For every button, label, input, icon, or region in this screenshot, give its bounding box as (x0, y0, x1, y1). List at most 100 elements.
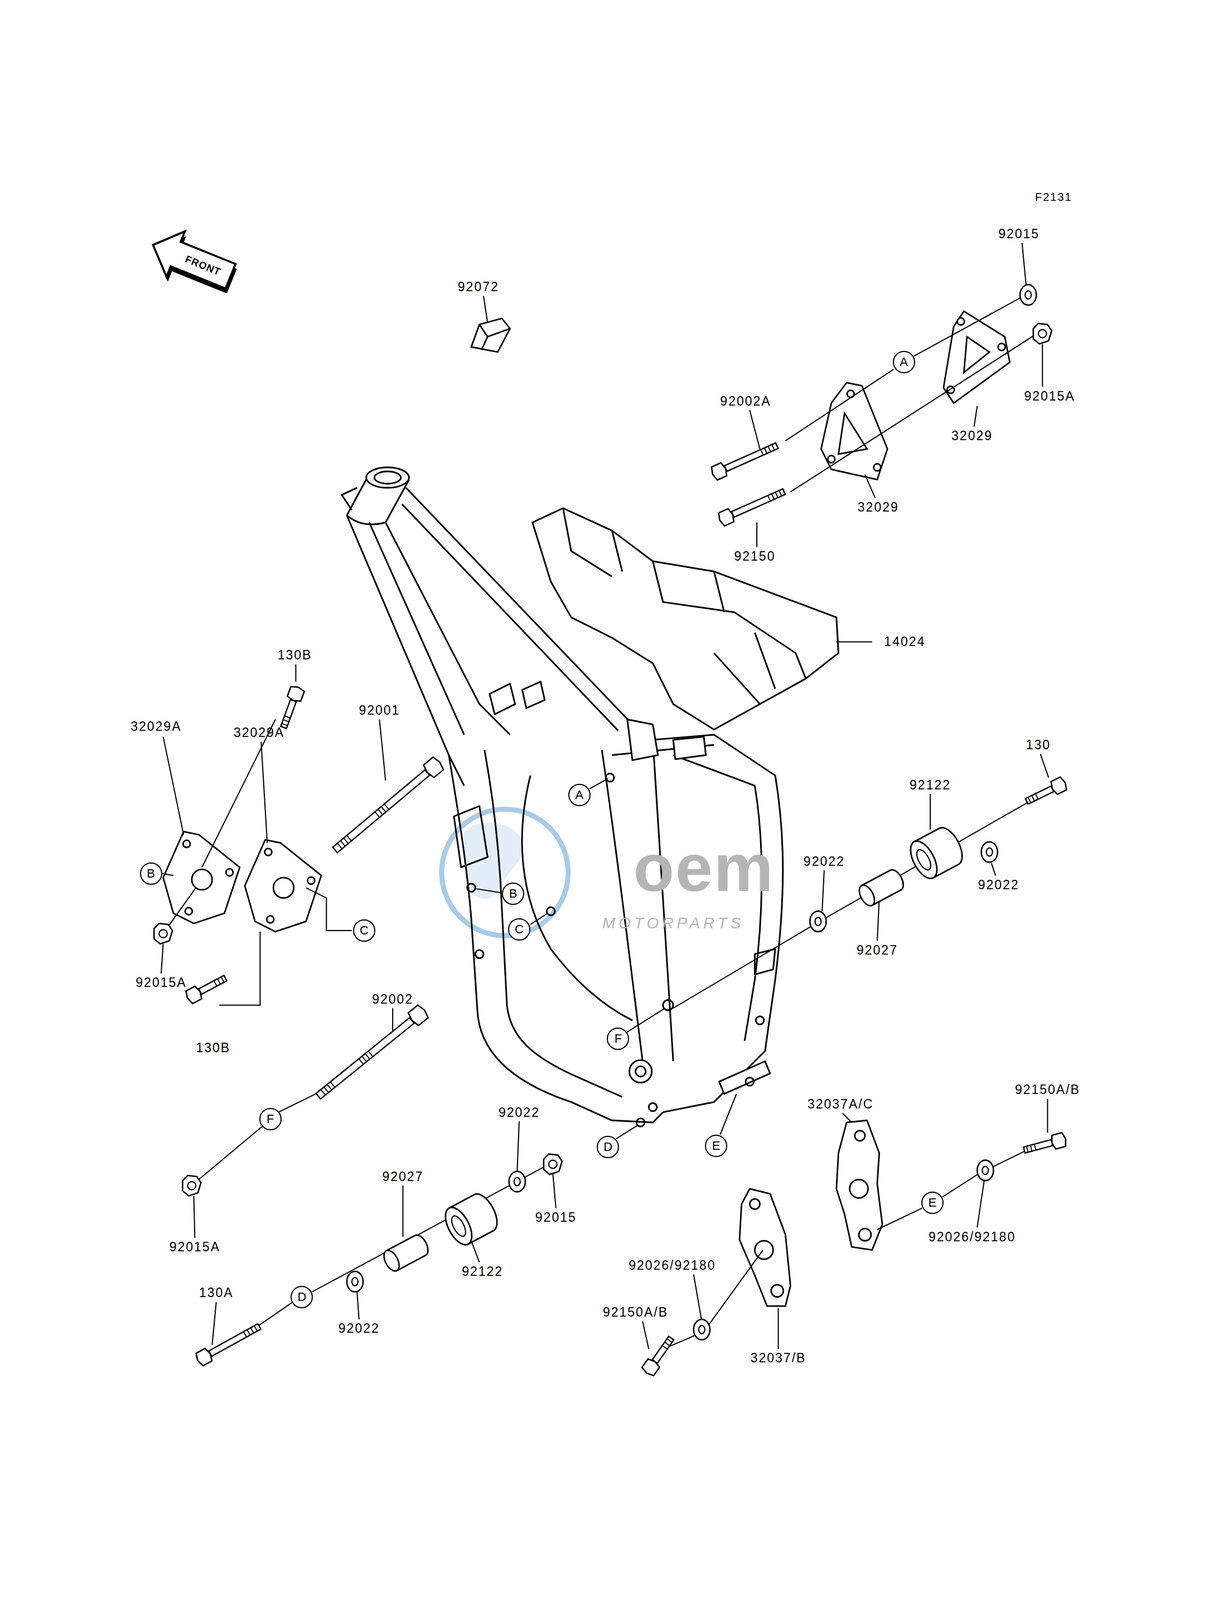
callout-letter-text: F (266, 1112, 274, 1125)
leader-lines-part (483, 242, 1043, 642)
hardware-part (1023, 775, 1068, 808)
part-number: 92150A/B (1014, 1083, 1081, 1096)
hardware-part (905, 823, 968, 883)
plates (163, 311, 1010, 932)
figure-code: F2131 (1035, 191, 1073, 203)
callout-letter: F (259, 1107, 282, 1130)
hardware-part (1033, 323, 1052, 345)
plates-part (827, 455, 835, 463)
frame-part (484, 749, 623, 1097)
frame-part (374, 471, 401, 484)
part-number: 32029 (951, 428, 993, 442)
frame-part (448, 755, 613, 1121)
clip-part-part (479, 324, 511, 351)
plates-part (873, 463, 882, 471)
frame-part (648, 1102, 657, 1111)
part-number: 92022 (803, 854, 845, 868)
brackets-part (836, 1119, 883, 1250)
part-number: 92002 (371, 992, 414, 1005)
callout-letter: E (704, 1134, 728, 1157)
leader-lines-part (877, 1150, 1026, 1230)
plates-part (838, 413, 867, 454)
part-number: 92122 (461, 1264, 504, 1278)
hardware-part (1020, 284, 1037, 306)
part-number: 92015A (1023, 389, 1075, 403)
brackets-part (754, 1240, 773, 1259)
frame-part (341, 487, 357, 510)
brackets-part (771, 1284, 784, 1297)
hardware-part (709, 438, 781, 481)
part-number: 130B (195, 1041, 231, 1055)
part-number: 130B (277, 648, 313, 662)
part-number: 32029 (857, 500, 899, 514)
hardware-part (329, 755, 446, 857)
hardware-part (182, 1175, 201, 1196)
part-number: 92015 (998, 226, 1040, 240)
callout-letter-text: C (359, 924, 369, 937)
plates-part (957, 317, 965, 326)
part-number: 92027 (856, 943, 898, 956)
hardware-part (276, 684, 305, 730)
part-number: 32037A/C (807, 1097, 874, 1111)
leader-lines-part (306, 887, 352, 931)
plates-part (185, 907, 193, 915)
brackets-part (739, 1188, 791, 1306)
part-number: 92015A (135, 975, 187, 989)
frame-part (521, 775, 633, 1021)
callout-letter: D (290, 1285, 313, 1308)
callout-letter-text: F (614, 1032, 622, 1045)
clip-part-part (471, 318, 511, 352)
callout-letter: B (501, 882, 525, 905)
plates-part (820, 382, 888, 480)
hardware-part (380, 1231, 432, 1273)
hardware-part (981, 841, 998, 863)
plates-part (182, 839, 191, 848)
hardware-part (509, 1171, 526, 1192)
brackets (739, 1119, 883, 1306)
part-number: 32029A (130, 719, 182, 733)
hardware-part (977, 1159, 994, 1181)
hardware-part (856, 867, 907, 908)
frame-part (635, 1065, 646, 1076)
part-number: 92015 (535, 1210, 577, 1224)
callout-letter-text: A (899, 355, 908, 369)
part-number: 92072 (457, 279, 500, 293)
hardware-part (543, 1153, 563, 1175)
skid-plate-part (563, 508, 806, 704)
callout-letter-text: D (297, 1290, 307, 1303)
part-number: 14024 (883, 635, 926, 649)
hardware-part (184, 971, 229, 1005)
plates-part (225, 868, 234, 876)
leader-lines-part (673, 800, 1031, 1008)
part-number: 92026/92180 (628, 1258, 716, 1271)
callout-letter: A (568, 783, 591, 806)
frame-part (629, 1059, 652, 1082)
watermark: oem (633, 833, 775, 901)
plates-part (307, 876, 315, 884)
leader-lines-part (162, 719, 276, 931)
part-number: 130A (199, 1286, 234, 1299)
hardware-part (716, 485, 787, 528)
callout-letter-text: D (603, 1140, 613, 1153)
part-number: 92150 (733, 549, 776, 563)
front-arrow (142, 221, 243, 304)
frame-part (636, 1118, 645, 1127)
leader-lines (161, 242, 1049, 1349)
hardware-part (194, 1319, 263, 1367)
hardware-part (440, 1189, 503, 1249)
frame-part (605, 772, 615, 782)
leader-lines-part (161, 664, 1049, 974)
frame-part (611, 744, 714, 1123)
skid-plate (532, 508, 839, 730)
leader-lines-part (194, 931, 1048, 1349)
part-number: 92001 (358, 703, 400, 717)
part-number: 92026/92180 (928, 1229, 1016, 1243)
plates-part (998, 343, 1006, 351)
plates-part (264, 848, 273, 856)
plates-part (191, 868, 213, 890)
frame-part (346, 515, 511, 786)
part-number: 92022 (978, 877, 1020, 891)
hardware-part (693, 1318, 710, 1340)
brackets-part (858, 1228, 872, 1241)
callout-letter-text: E (712, 1139, 721, 1152)
